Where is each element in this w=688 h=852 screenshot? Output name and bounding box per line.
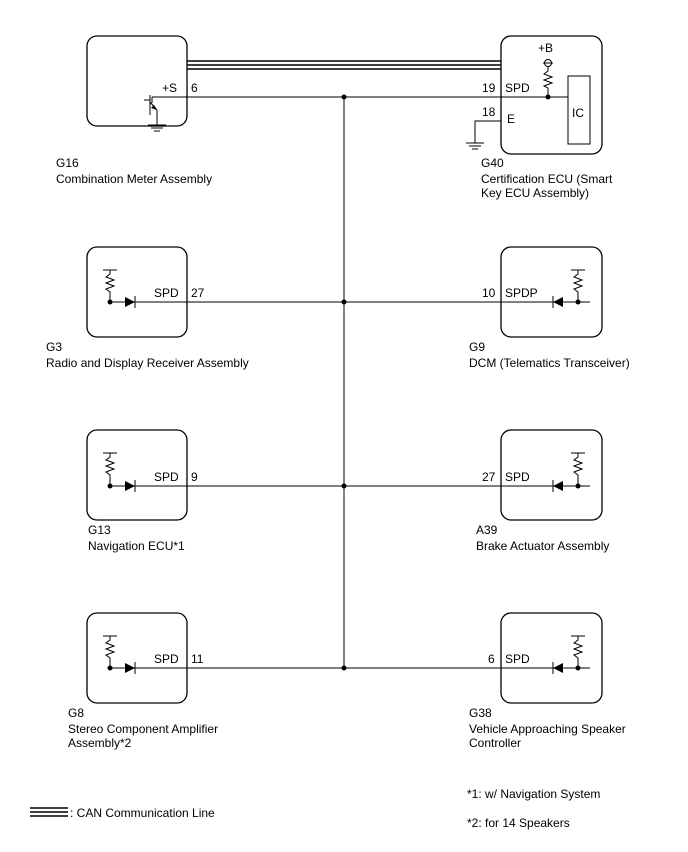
junction-dot (107, 665, 113, 671)
g3-pin: 27 (191, 286, 205, 300)
g3-terminal-label: SPD (154, 286, 179, 300)
g40-spd-label: SPD (505, 81, 530, 95)
can-communication-line (187, 60, 501, 70)
g3-name: Radio and Display Receiver Assembly (46, 356, 249, 370)
g40-spd-pin: 19 (482, 81, 496, 95)
g40-e-label: E (507, 112, 515, 126)
component-g16: +S 6 G16 Combination Meter Assembly (56, 35, 212, 186)
a39-pin: 27 (482, 470, 496, 484)
pullup-resistor-icon (571, 635, 585, 668)
junction-dot (341, 299, 347, 305)
ic-chip (567, 75, 591, 145)
pullup-resistor-icon (571, 269, 585, 302)
pullup-resistor-icon (103, 452, 117, 486)
junction-dot (575, 665, 581, 671)
junction-dot (545, 94, 551, 100)
pullup-resistor-icon (571, 452, 585, 486)
g38-pin: 6 (488, 652, 495, 666)
g16-code: G16 (56, 156, 79, 170)
component-g9: SPDP 10 G9 DCM (Telematics Transceiver) (469, 246, 630, 370)
component-g40: +B IC SPD 19 E 18 G40 Certification ECU … (481, 35, 613, 200)
supply-terminal-icon (543, 59, 553, 69)
g38-name-line2: Controller (469, 736, 521, 750)
pullup-resistor-icon (103, 269, 117, 302)
a39-code: A39 (476, 523, 498, 537)
g9-terminal-label: SPDP (505, 286, 538, 300)
g40-e-pin: 18 (482, 105, 496, 119)
g16-pin: 6 (191, 81, 198, 95)
component-g8: SPD 11 G8 Stereo Component Amplifier Ass… (68, 612, 218, 750)
g13-terminal-label: SPD (154, 470, 179, 484)
a39-terminal-label: SPD (505, 470, 530, 484)
junction-dot (107, 299, 113, 305)
junction-dot (575, 299, 581, 305)
diode-icon (110, 480, 187, 492)
junction-dot (107, 483, 113, 489)
g8-pin: 11 (191, 652, 204, 666)
g8-terminal-label: SPD (154, 652, 179, 666)
g9-name: DCM (Telematics Transceiver) (469, 356, 630, 370)
legend-can-line: : CAN Communication Line (70, 806, 215, 820)
junction-dot (341, 665, 347, 671)
g9-code: G9 (469, 340, 485, 354)
footnote-1: *1: w/ Navigation System (467, 787, 600, 801)
ground-icon (148, 124, 166, 132)
junction-dot (341, 483, 347, 489)
footnote-2: *2: for 14 Speakers (467, 816, 570, 830)
g16-name: Combination Meter Assembly (56, 172, 212, 186)
g8-code: G8 (68, 706, 84, 720)
component-g3: SPD 27 G3 Radio and Display Receiver Ass… (46, 246, 249, 370)
g38-name-line1: Vehicle Approaching Speaker (469, 722, 626, 736)
g38-code: G38 (469, 706, 492, 720)
g13-pin: 9 (191, 470, 198, 484)
g13-name: Navigation ECU*1 (88, 539, 185, 553)
component-g13: SPD 9 G13 Navigation ECU*1 (86, 429, 198, 553)
g40-name-line1: Certification ECU (Smart (481, 172, 613, 186)
g40-code: G40 (481, 156, 504, 170)
g13-code: G13 (88, 523, 111, 537)
component-g38: SPD 6 G38 Vehicle Approaching Speaker Co… (469, 612, 626, 750)
diode-icon (110, 662, 187, 674)
junction-dot (575, 483, 581, 489)
g8-name-line2: Assembly*2 (68, 736, 132, 750)
g3-code: G3 (46, 340, 62, 354)
a39-name: Brake Actuator Assembly (476, 539, 609, 553)
diode-icon (501, 662, 590, 674)
g16-terminal-label: +S (162, 81, 177, 95)
g9-pin: 10 (482, 286, 496, 300)
junction-dot (341, 94, 347, 100)
component-a39: SPD 27 A39 Brake Actuator Assembly (476, 429, 609, 553)
pullup-resistor-icon (103, 635, 117, 668)
resistor-icon (542, 69, 554, 97)
diode-icon (501, 480, 590, 492)
g38-terminal-label: SPD (505, 652, 530, 666)
ground-wire-g40 (466, 120, 501, 150)
g8-name-line1: Stereo Component Amplifier (68, 722, 218, 736)
legend: : CAN Communication Line (30, 806, 215, 820)
transistor-icon (144, 95, 162, 125)
diode-icon (110, 296, 187, 308)
g40-name-line2: Key ECU Assembly) (481, 186, 589, 200)
g40-supply-label: +B (538, 41, 553, 55)
ic-label: IC (572, 106, 584, 120)
diode-icon (501, 296, 590, 308)
